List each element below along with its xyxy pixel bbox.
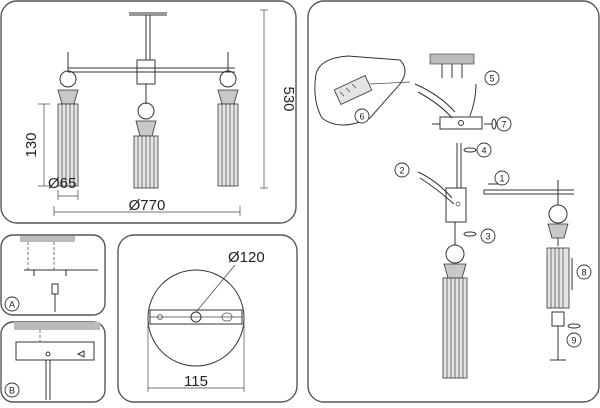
panel-label-a: A — [9, 300, 15, 310]
step-5: 5 — [489, 74, 494, 84]
assembly-panel: 5 6 7 4 2 1 3 8 9 — [307, 0, 600, 403]
mounting-panel-a: A — [0, 234, 106, 316]
step-1: 1 — [499, 174, 504, 184]
step-6: 6 — [359, 112, 364, 122]
panel-label-b: B — [9, 386, 15, 396]
dim-span-diameter: Ø770 — [129, 197, 166, 214]
dim-canopy-diameter: Ø120 — [228, 249, 265, 266]
canopy-panel: Ø120 115 — [117, 234, 298, 403]
dim-shade-diameter: Ø65 — [48, 175, 76, 192]
dimensions-panel: 530 130 Ø65 Ø770 — [0, 0, 297, 224]
step-3: 3 — [485, 232, 490, 242]
step-7: 7 — [501, 120, 506, 130]
step-9: 9 — [571, 336, 576, 346]
dim-canopy-width: 115 — [184, 373, 208, 390]
step-2: 2 — [399, 166, 404, 176]
dim-height-total: 530 — [280, 86, 297, 111]
mounting-panel-b: B — [0, 321, 106, 403]
step-8: 8 — [581, 268, 586, 278]
dim-shade-height: 130 — [23, 132, 40, 157]
step-4: 4 — [481, 146, 486, 156]
